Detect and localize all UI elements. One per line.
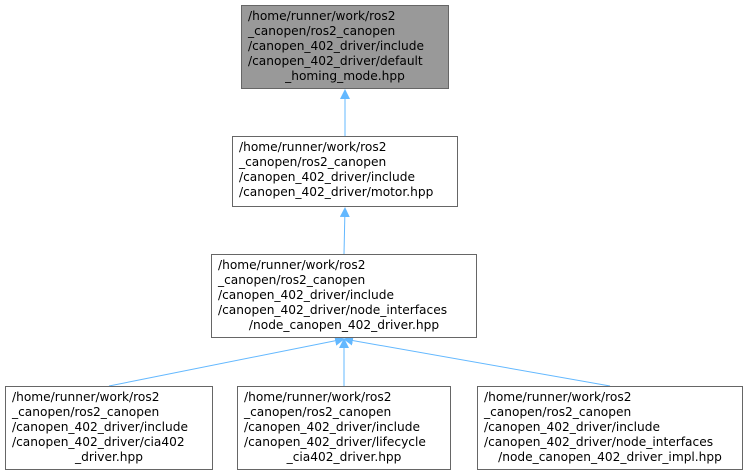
node-text-line: /node_canopen_402_driver.hpp	[248, 318, 440, 332]
node-text-line: /canopen_402_driver/node_interfaces	[218, 303, 448, 317]
node-text-line: _canopen/ros2_canopen	[484, 405, 632, 419]
node-text-line: _canopen/ros2_canopen	[12, 405, 160, 419]
file-node-node-canopen-402-driver-impl[interactable]: /home/runner/work/ros2 _canopen/ros2_can…	[477, 386, 743, 470]
node-text-line: /canopen_402_driver/include	[484, 420, 660, 434]
node-text-line: /canopen_402_driver/include	[244, 420, 420, 434]
node-text-line: _canopen/ros2_canopen	[218, 273, 366, 287]
node-text-line: /canopen_402_driver/lifecycle	[244, 435, 426, 449]
node-text-line: /canopen_402_driver/include	[12, 420, 188, 434]
node-text-line: /home/runner/work/ros2	[12, 390, 160, 404]
node-text-line: /home/runner/work/ros2	[244, 390, 392, 404]
node-text-line: _canopen/ros2_canopen	[248, 24, 396, 38]
file-node-lifecycle-cia402-driver[interactable]: /home/runner/work/ros2 _canopen/ros2_can…	[237, 386, 451, 470]
current-file-node: /home/runner/work/ros2 _canopen/ros2_can…	[241, 5, 449, 89]
include-edge-arrow	[108, 335, 345, 387]
node-text-line: /home/runner/work/ros2	[484, 390, 632, 404]
node-text-line: _cia402_driver.hpp	[286, 450, 402, 464]
file-node-motor[interactable]: /home/runner/work/ros2 _canopen/ros2_can…	[232, 136, 458, 207]
node-text-line: /home/runner/work/ros2	[248, 9, 396, 23]
node-text-line: /node_canopen_402_driver_impl.hpp	[498, 450, 722, 464]
node-text-line: _canopen/ros2_canopen	[244, 405, 392, 419]
node-text-line: /canopen_402_driver/include	[218, 288, 394, 302]
node-text-line: /canopen_402_driver/default	[248, 54, 423, 68]
node-text-line: _canopen/ros2_canopen	[239, 155, 387, 169]
node-text-line: /canopen_402_driver/cia402	[12, 435, 185, 449]
node-text-line: /home/runner/work/ros2	[218, 258, 366, 272]
node-text-line: /canopen_402_driver/include	[248, 39, 424, 53]
file-node-node-canopen-402-driver[interactable]: /home/runner/work/ros2 _canopen/ros2_can…	[211, 254, 477, 338]
node-text-line: /canopen_402_driver/motor.hpp	[239, 185, 434, 199]
node-text-line: _driver.hpp	[75, 450, 143, 464]
node-text-line: /canopen_402_driver/node_interfaces	[484, 435, 714, 449]
include-edge-arrow	[343, 335, 611, 387]
file-node-cia402-driver[interactable]: /home/runner/work/ros2 _canopen/ros2_can…	[5, 386, 213, 470]
node-text-line: _homing_mode.hpp	[285, 69, 405, 83]
include-edge-arrow	[339, 207, 350, 255]
node-text-line: /home/runner/work/ros2	[239, 140, 387, 154]
node-text-line: /canopen_402_driver/include	[239, 170, 415, 184]
